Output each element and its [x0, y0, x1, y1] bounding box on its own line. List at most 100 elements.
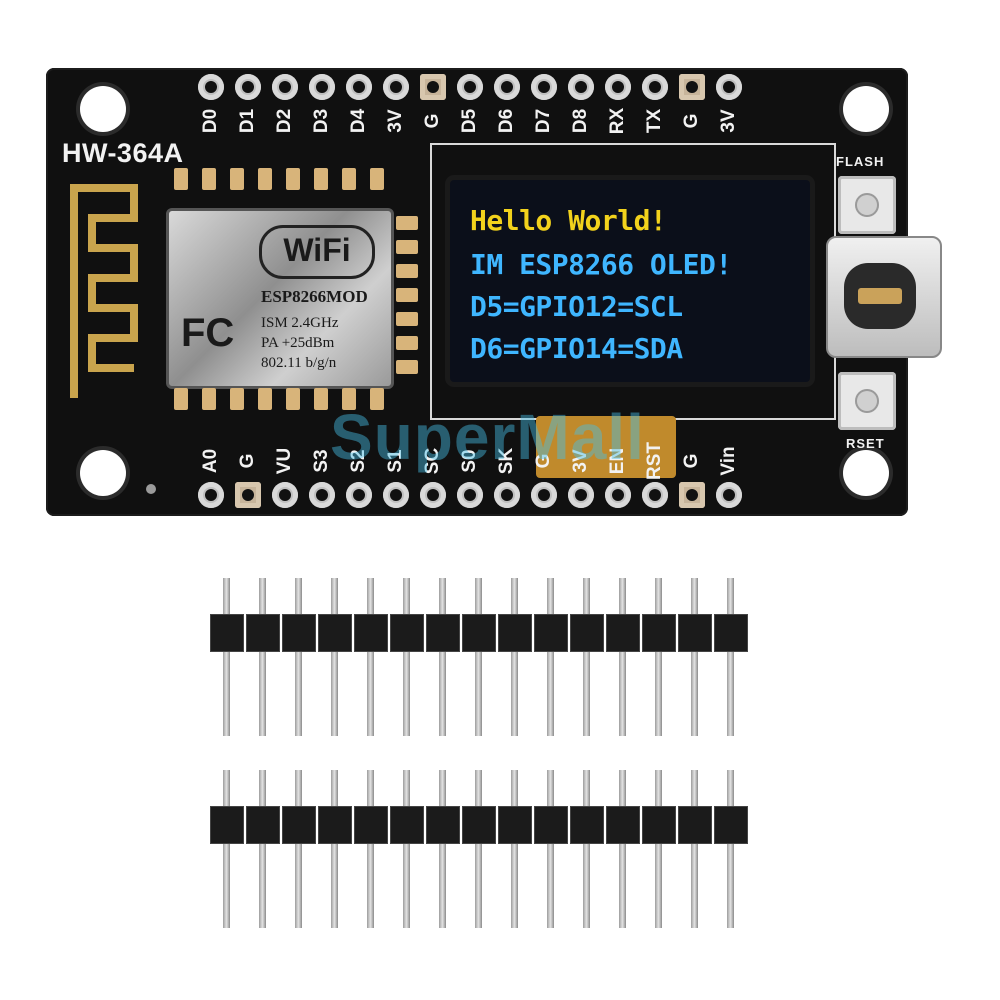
antenna-trace-icon	[70, 184, 138, 398]
header-block	[426, 806, 460, 844]
header-pin	[439, 578, 446, 616]
pin-label: D5	[459, 108, 480, 134]
header-pin	[367, 842, 374, 928]
header-pin	[331, 842, 338, 928]
pin-label: D8	[570, 108, 591, 134]
header-pin	[367, 578, 374, 616]
header-pin	[439, 842, 446, 928]
header-pin	[547, 650, 554, 736]
pin-label: RX	[607, 107, 628, 135]
pin-pad	[531, 482, 557, 508]
mounting-hole	[80, 450, 126, 496]
header-pin	[655, 578, 662, 616]
pin-pad	[272, 482, 298, 508]
header-pin	[583, 578, 590, 616]
header-pin	[727, 578, 734, 616]
pin-label: A0	[200, 448, 221, 474]
pin-pad	[605, 482, 631, 508]
header-pin	[439, 650, 446, 736]
header-block	[426, 614, 460, 652]
header-block	[210, 806, 244, 844]
header-pin	[691, 650, 698, 736]
header-pin	[331, 578, 338, 616]
pin-pad	[457, 482, 483, 508]
module-pad	[286, 388, 300, 410]
pin-pad	[716, 74, 742, 100]
pin-label: D7	[533, 108, 554, 134]
module-pad	[202, 388, 216, 410]
header-block	[570, 614, 604, 652]
module-pad	[396, 312, 418, 326]
header-pin	[547, 842, 554, 928]
oled-line: IM ESP8266 OLED!	[470, 248, 732, 281]
header-block	[606, 614, 640, 652]
pin-label: RST	[644, 442, 665, 480]
header-pin	[547, 578, 554, 616]
pin-pad	[716, 482, 742, 508]
module-pad	[396, 264, 418, 278]
header-pin	[475, 842, 482, 928]
pin-pad	[568, 482, 594, 508]
reset-button[interactable]	[838, 372, 896, 430]
pin-label: 3V	[385, 109, 406, 133]
pin-pad	[494, 74, 520, 100]
pin-label: G	[237, 453, 258, 469]
oled-line: Hello World!	[470, 204, 667, 237]
header-pin	[295, 770, 302, 808]
module-pad	[314, 168, 328, 190]
board-model-label: HW-364A	[62, 138, 184, 168]
pin-pad	[420, 482, 446, 508]
usb-c-tongue	[858, 288, 902, 304]
module-pad	[396, 216, 418, 230]
pin-pad	[605, 74, 631, 100]
oled-line: D5=GPIO12=SCL	[470, 290, 683, 323]
header-pin	[403, 770, 410, 808]
header-pin	[439, 770, 446, 808]
header-pin	[295, 650, 302, 736]
header-pin	[619, 770, 626, 808]
module-pad	[202, 168, 216, 190]
header-block	[678, 806, 712, 844]
header-pin	[223, 578, 230, 616]
header-pin	[475, 770, 482, 808]
pin-label: D3	[311, 108, 332, 134]
pin-label: D2	[274, 108, 295, 134]
watermark-text: SuperMall	[330, 401, 645, 473]
header-pin	[727, 770, 734, 808]
module-pad	[174, 388, 188, 410]
header-block	[642, 806, 676, 844]
pin-pad	[346, 482, 372, 508]
pin-pad	[198, 74, 224, 100]
module-name: ESP8266MOD	[261, 287, 368, 306]
pin-pad	[642, 74, 668, 100]
header-block	[570, 806, 604, 844]
header-block	[282, 614, 316, 652]
oled-flex-cable	[536, 416, 676, 478]
header-pin	[259, 650, 266, 736]
header-block	[462, 806, 496, 844]
pin-pad	[235, 74, 261, 100]
pin-pad	[235, 482, 261, 508]
header-block	[282, 806, 316, 844]
header-pin	[655, 770, 662, 808]
header-pin	[367, 650, 374, 736]
header-block	[498, 614, 532, 652]
module-pad	[342, 388, 356, 410]
module-pad	[314, 388, 328, 410]
header-pin	[403, 578, 410, 616]
module-pad	[396, 288, 418, 302]
pcb-board: HW-364A WiFi ESP8266MOD FC ISM 2.4GHz PA…	[46, 68, 942, 516]
header-pin	[655, 842, 662, 928]
header-pin	[367, 770, 374, 808]
header-block	[246, 806, 280, 844]
header-pin	[475, 578, 482, 616]
header-pin	[331, 770, 338, 808]
flash-button[interactable]	[838, 176, 896, 234]
pin-label: VU	[274, 447, 295, 475]
header-block	[534, 614, 568, 652]
header-pin	[583, 650, 590, 736]
module-pad	[370, 388, 384, 410]
header-block	[714, 614, 748, 652]
pin-pad	[531, 74, 557, 100]
pin-pad	[679, 74, 705, 100]
